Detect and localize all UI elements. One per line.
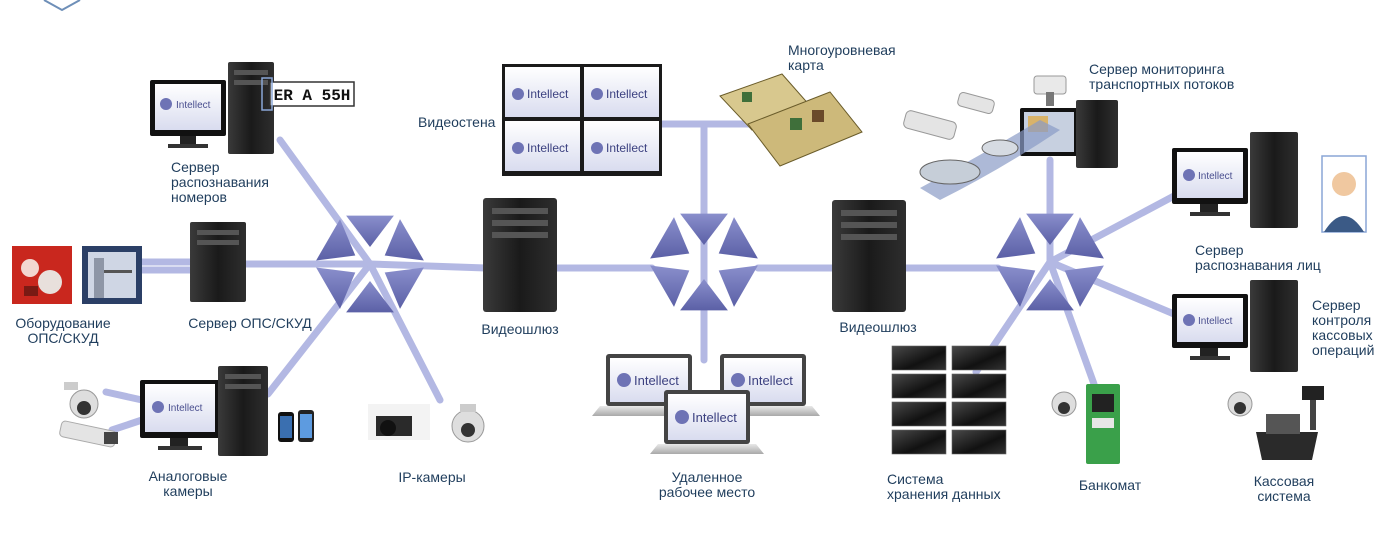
svg-text:Intellect: Intellect: [527, 141, 569, 155]
corner-logo-fragment: [43, 0, 81, 12]
videowall-screen: Intellect: [505, 121, 580, 171]
box-camera-icon: [59, 420, 118, 448]
connection-line: [102, 388, 146, 404]
svg-text:Intellect: Intellect: [606, 87, 648, 101]
storage-system-icon: [891, 345, 1007, 455]
intellect-logo-icon: [591, 88, 603, 100]
label-videowall: Видеостена: [418, 114, 496, 130]
svg-text:Intellect: Intellect: [692, 410, 737, 425]
svg-text:Intellect: Intellect: [1198, 316, 1233, 327]
video-gateway-left: [483, 198, 557, 312]
traffic-camera-icon: [903, 75, 1067, 140]
plate-recognition-server: Intellect ER A 55H: [150, 62, 355, 154]
laptop-icon: Intellect: [650, 390, 764, 454]
atm-icon: [1051, 384, 1120, 464]
svg-text:Intellect: Intellect: [748, 373, 793, 388]
videowall-screen: Intellect: [584, 67, 659, 117]
connection-line: [108, 416, 146, 434]
connection-line: [366, 260, 444, 404]
svg-text:Intellect: Intellect: [606, 141, 648, 155]
storage-unit: [951, 373, 1007, 399]
ip-cameras-icon: [368, 404, 485, 443]
connection-line: [264, 260, 374, 398]
label-atm: Банкомат: [1079, 477, 1142, 493]
license-plate-icon: ER A 55H: [261, 77, 355, 111]
network-hubs: [316, 213, 1104, 313]
road-cars-icon: [919, 120, 1060, 200]
intellect-logo-icon: [160, 98, 172, 110]
hub-icon: [316, 215, 424, 313]
storage-unit: [891, 401, 947, 427]
storage-unit: [891, 429, 947, 455]
storage-unit: [891, 373, 947, 399]
intellect-logo-icon: [1183, 314, 1195, 326]
multilevel-map-icon: [719, 73, 863, 167]
videowall-screen: Intellect: [505, 67, 580, 117]
svg-text:Intellect: Intellect: [527, 87, 569, 101]
svg-text:Intellect: Intellect: [1198, 171, 1233, 182]
label-ops-server: Сервер ОПС/СКУД: [188, 315, 312, 331]
hub-icon: [996, 213, 1104, 311]
svg-text:Intellect: Intellect: [168, 403, 203, 414]
cash-register-icon: [1227, 386, 1324, 460]
intellect-logo-icon: [617, 373, 631, 387]
traffic-monitoring-server: [903, 75, 1118, 200]
intellect-logo-icon: [731, 373, 745, 387]
video-gateway-right: [832, 200, 906, 312]
dome-camera-icon: [64, 382, 99, 419]
label-gateway-left: Видеошлюз: [481, 321, 558, 337]
videowall-screen: Intellect: [584, 121, 659, 171]
access-control-server: [190, 222, 246, 302]
face-avatar-icon: [1321, 155, 1367, 233]
storage-unit: [951, 401, 1007, 427]
svg-text:ER A 55H: ER A 55H: [274, 87, 351, 105]
connection-line: [366, 260, 490, 272]
storage-unit: [951, 345, 1007, 371]
intellect-logo-icon: [675, 410, 689, 424]
intellect-logo-icon: [512, 142, 524, 154]
intellect-logo-icon: [512, 88, 524, 100]
turnstile-icon: [82, 246, 142, 304]
face-recognition-server: Intellect: [1172, 132, 1367, 233]
svg-text:Intellect: Intellect: [634, 373, 679, 388]
label-ip-cams: IP-камеры: [398, 469, 465, 485]
hub-icon: [650, 213, 758, 311]
storage-unit: [951, 429, 1007, 455]
intellect-logo-icon: [1183, 169, 1195, 181]
connection-line: [1046, 258, 1098, 388]
intellect-logo-icon: [152, 401, 164, 413]
pos-monitoring-server: Intellect: [1172, 280, 1298, 372]
storage-unit: [891, 345, 947, 371]
label-gateway-right: Видеошлюз: [839, 319, 916, 335]
screen-brand-text: Intellect: [176, 100, 211, 111]
analog-cameras-workstation: Intellect: [59, 366, 314, 456]
connection-line: [276, 136, 374, 268]
intellect-logo-icon: [591, 142, 603, 154]
fire-alarm-equipment-icon: [12, 246, 72, 304]
smartphones-icon: [278, 410, 314, 442]
